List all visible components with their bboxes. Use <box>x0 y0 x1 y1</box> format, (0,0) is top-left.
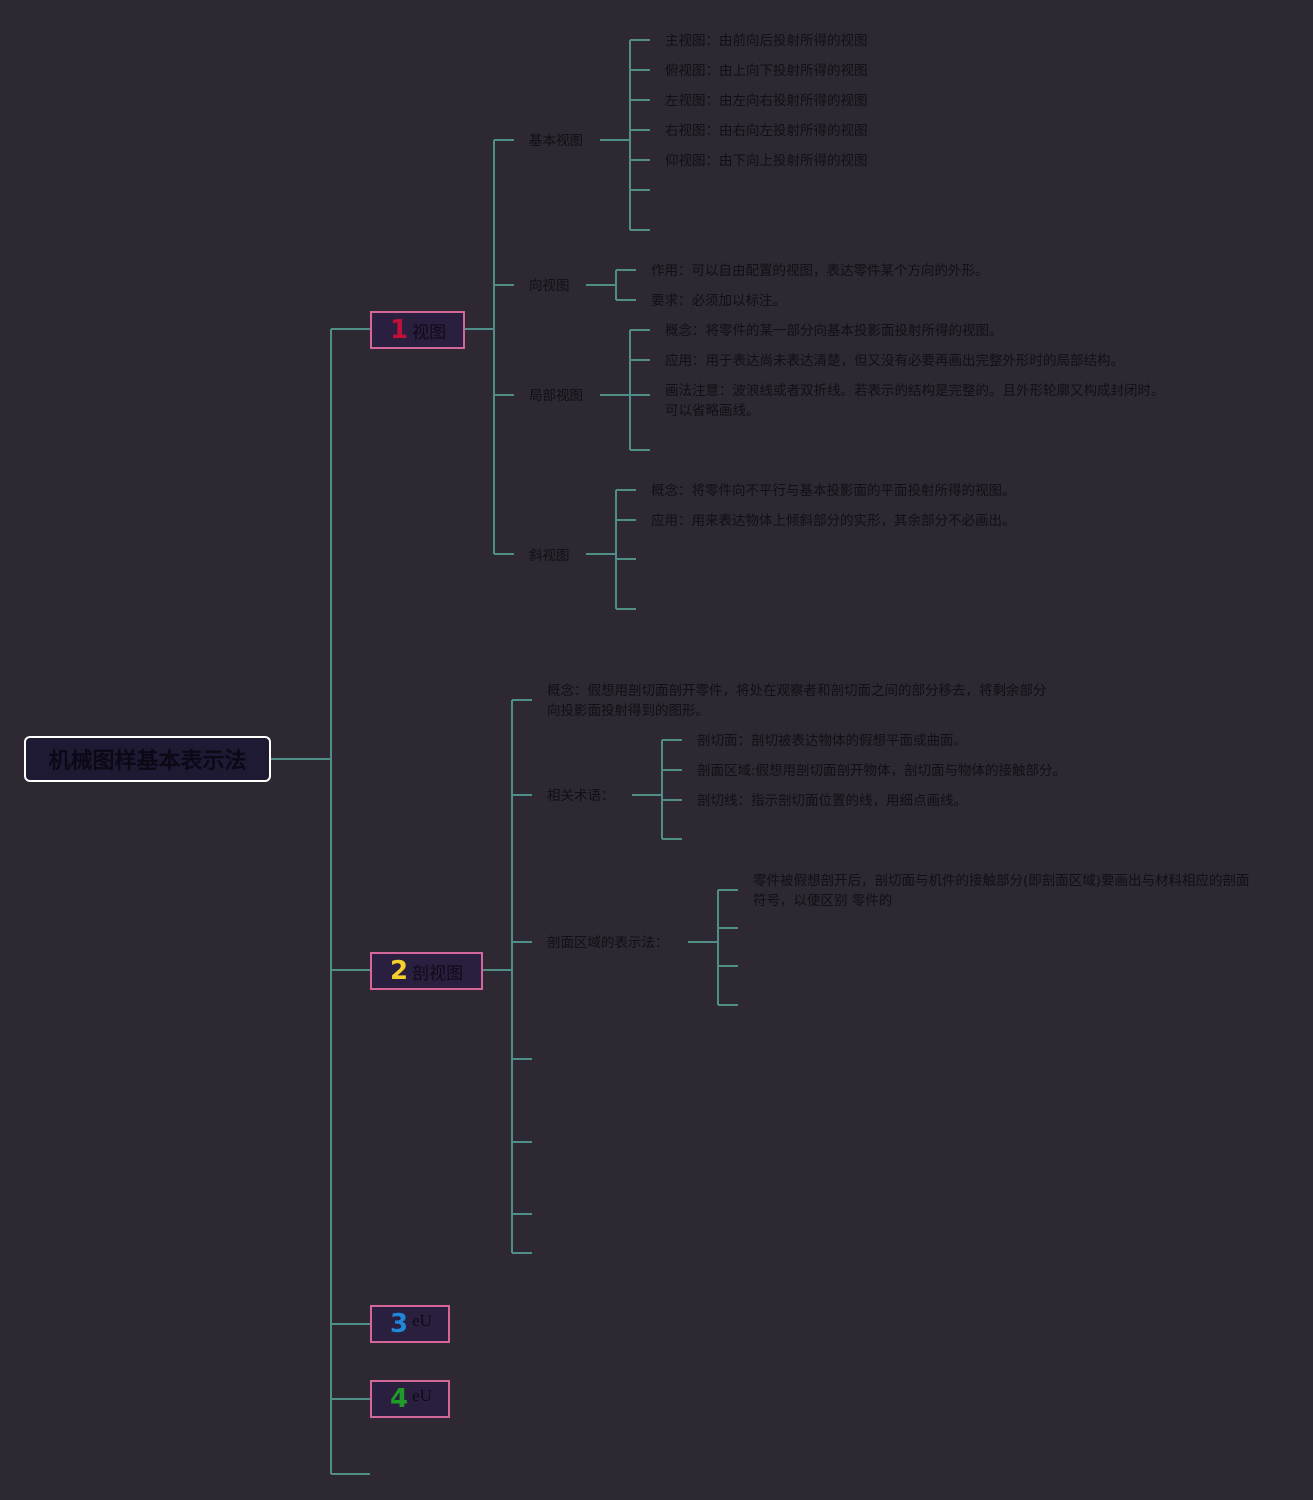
subtopic-partial-view[interactable]: 局部视图 <box>529 388 583 404</box>
topic-label-view: 视图 <box>412 322 447 343</box>
oblique-view-item[interactable]: 应用：用来表达物体上倾斜部分的实形，其余部分不必画出。 <box>651 513 1016 529</box>
basic-view-item[interactable]: 仰视图：由下向上投射所得的视图 <box>665 153 868 169</box>
partial-view-item[interactable]: 应用：用于表达尚未表达清楚，但又没有必要再画出完整外形时的局部结构。 <box>665 353 1124 369</box>
oblique-view-item[interactable]: 概念：将零件向不平行与基本投影面的平面投射所得的视图。 <box>651 483 1016 499</box>
topic-label-4: eU <box>412 1386 432 1405</box>
topic-number-2: 2 <box>390 956 409 986</box>
topic-label-section-view: 剖视图 <box>412 963 464 984</box>
basic-view-item[interactable]: 左视图：由左向右投射所得的视图 <box>665 93 868 109</box>
partial-view-item[interactable]: 画法注意：波浪线或者双折线。若表示的结构是完整的。且外形轮廓又构成封闭时。可以省… <box>665 383 1165 419</box>
subtopic-section-area[interactable]: 剖面区域的表示法： <box>547 935 669 951</box>
subtopic-directional-view[interactable]: 向视图 <box>529 278 570 294</box>
root-label: 机械图样基本表示法 <box>48 749 247 774</box>
topic-4[interactable]: 4 eU <box>370 1380 450 1418</box>
term-item[interactable]: 剖切线：指示剖切面位置的线，用细点画线。 <box>697 793 967 809</box>
topic-view[interactable]: 1 视图 <box>370 311 465 349</box>
section-area-item[interactable]: 零件被假想剖开后，剖切面与机件的接触部分(即剖面区域)要画出与材料相应的剖面符号… <box>753 873 1250 909</box>
directional-view-item[interactable]: 要求：必须加以标注。 <box>651 293 786 309</box>
topic-number-3: 3 <box>390 1309 409 1339</box>
directional-view-item[interactable]: 作用：可以自由配置的视图，表达零件某个方向的外形。 <box>651 263 989 279</box>
subtopic-related-terms[interactable]: 相关术语： <box>547 788 615 804</box>
basic-view-item[interactable]: 俯视图：由上向下投射所得的视图 <box>665 63 868 79</box>
topic-3[interactable]: 3 eU <box>370 1305 450 1343</box>
topic-section-view[interactable]: 2 剖视图 <box>370 952 483 990</box>
root-topic[interactable]: 机械图样基本表示法 <box>24 736 271 782</box>
basic-view-item[interactable]: 右视图：由右向左投射所得的视图 <box>665 123 868 139</box>
subtopic-basic-view[interactable]: 基本视图 <box>529 133 583 149</box>
topic-number-1: 1 <box>390 315 409 345</box>
section-concept[interactable]: 概念：假想用剖切面剖开零件，将处在观察者和剖切面之间的部分移去，将剩余部分向投影… <box>547 683 1047 719</box>
subtopic-oblique-view[interactable]: 斜视图 <box>529 548 570 564</box>
topic-number-4: 4 <box>390 1384 409 1414</box>
term-item[interactable]: 剖切面：剖切被表达物体的假想平面或曲面。 <box>697 733 967 749</box>
term-item[interactable]: 剖面区域:假想用剖切面剖开物体，剖切面与物体的接触部分。 <box>697 763 1067 779</box>
partial-view-item[interactable]: 概念：将零件的某一部分向基本投影面投射所得的视图。 <box>665 323 1003 339</box>
topic-label-3: eU <box>412 1311 432 1330</box>
basic-view-item[interactable]: 主视图：由前向后投射所得的视图 <box>665 33 868 49</box>
